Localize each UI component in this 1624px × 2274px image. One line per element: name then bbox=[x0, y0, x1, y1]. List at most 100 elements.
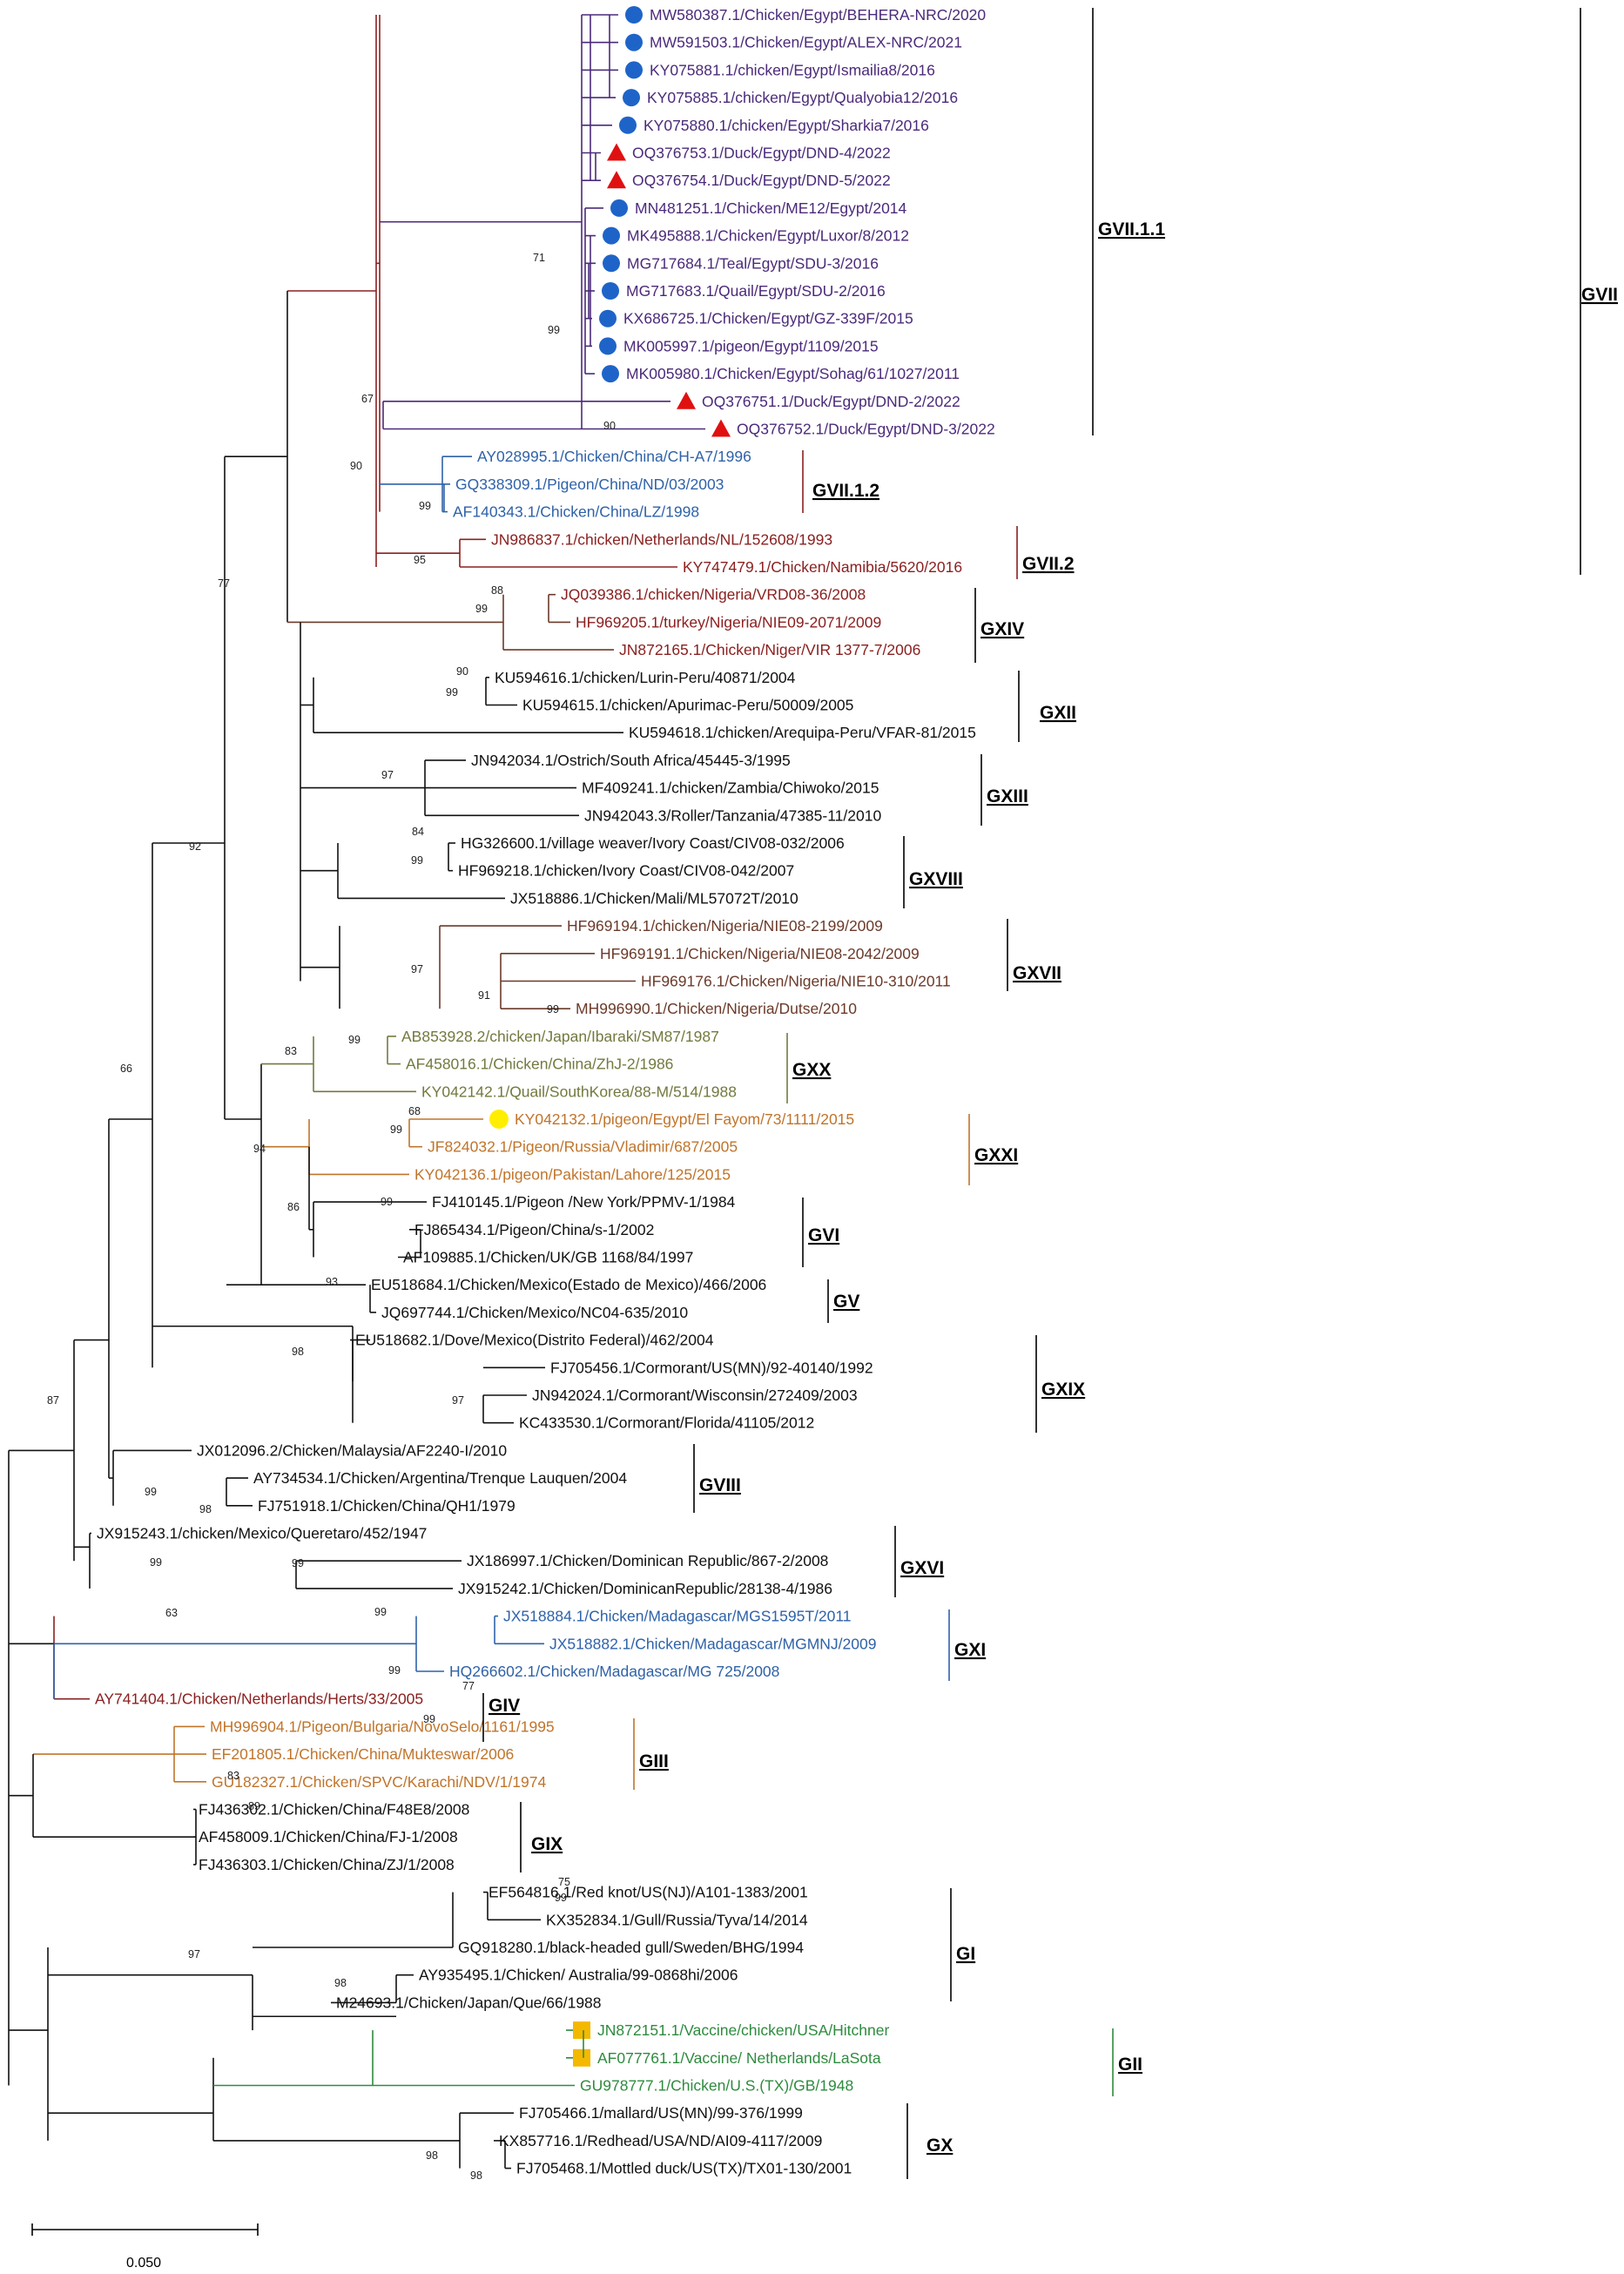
tree-leaf-label: KY747479.1/Chicken/Namibia/5620/2016 bbox=[683, 558, 962, 576]
genotype-label: GXII bbox=[1040, 703, 1076, 723]
blue-circle-marker bbox=[602, 282, 619, 300]
tree-leaf-label: KY042142.1/Quail/SouthKorea/88-M/514/198… bbox=[421, 1083, 737, 1100]
tree-leaf-label: JN942034.1/Ostrich/South Africa/45445-3/… bbox=[471, 752, 791, 769]
tree-leaf-label: HF969194.1/chicken/Nigeria/NIE08-2199/20… bbox=[567, 917, 883, 935]
tree-leaf-label: AY734534.1/Chicken/Argentina/Trenque Lau… bbox=[253, 1469, 627, 1487]
tree-leaf-label: AF458009.1/Chicken/China/FJ-1/2008 bbox=[199, 1828, 458, 1846]
tree-leaf-label: AF109885.1/Chicken/UK/GB 1168/84/1997 bbox=[403, 1249, 693, 1266]
blue-circle-marker bbox=[603, 254, 620, 273]
tree-leaf-label: EF201805.1/Chicken/China/Mukteswar/2006 bbox=[212, 1745, 514, 1763]
bootstrap-value: 95 bbox=[414, 554, 426, 566]
tree-leaf-label: KX686725.1/Chicken/Egypt/GZ-339F/2015 bbox=[623, 310, 913, 327]
blue-circle-marker bbox=[603, 226, 620, 245]
tree-leaf-label: EU518684.1/Chicken/Mexico(Estado de Mexi… bbox=[371, 1276, 766, 1293]
genotype-label: GVIII bbox=[699, 1475, 741, 1495]
bootstrap-value: 83 bbox=[227, 1770, 239, 1782]
tree-leaf-label: HF969176.1/Chicken/Nigeria/NIE10-310/201… bbox=[641, 973, 951, 990]
genotype-label: GV bbox=[833, 1292, 859, 1312]
tree-leaf-label: AY741404.1/Chicken/Netherlands/Herts/33/… bbox=[95, 1690, 423, 1708]
bootstrap-value: 68 bbox=[408, 1105, 421, 1117]
tree-leaf-label: AF140343.1/Chicken/China/LZ/1998 bbox=[453, 503, 699, 521]
genotype-label: GXVI bbox=[900, 1558, 944, 1578]
tree-leaf-label: GQ338309.1/Pigeon/China/ND/03/2003 bbox=[455, 476, 724, 493]
tree-leaf-label: JX518882.1/Chicken/Madagascar/MGMNJ/2009 bbox=[549, 1635, 876, 1652]
tree-leaf-label: MG717683.1/Quail/Egypt/SDU-2/2016 bbox=[626, 282, 886, 300]
genotype-label: GXIX bbox=[1041, 1380, 1085, 1400]
bootstrap-value: 99 bbox=[390, 1124, 402, 1136]
tree-leaf-label: AY028995.1/Chicken/China/CH-A7/1996 bbox=[477, 448, 751, 465]
genotype-label: GXIII bbox=[987, 786, 1028, 806]
tree-leaf-label: GU978777.1/Chicken/U.S.(TX)/GB/1948 bbox=[580, 2077, 853, 2095]
genotype-label: GXIV bbox=[980, 619, 1024, 639]
tree-leaf-label: KU594618.1/chicken/Arequipa-Peru/VFAR-81… bbox=[629, 724, 976, 741]
bootstrap-value: 99 bbox=[555, 1892, 567, 1904]
tree-leaf-label: MK495888.1/Chicken/Egypt/Luxor/8/2012 bbox=[627, 227, 909, 245]
scale-bar: 0.050 bbox=[31, 2223, 259, 2271]
tree-leaf-label: FJ865434.1/Pigeon/China/s-1/2002 bbox=[414, 1221, 654, 1238]
tree-leaf-label: JX012096.2/Chicken/Malaysia/AF2240-I/201… bbox=[197, 1441, 507, 1459]
tree-leaf-label: MK005997.1/pigeon/Egypt/1109/2015 bbox=[623, 337, 879, 354]
bootstrap-value: 94 bbox=[253, 1143, 266, 1155]
genotype-label: GIX bbox=[531, 1834, 563, 1854]
tree-leaf-label: FJ705466.1/mallard/US(MN)/99-376/1999 bbox=[519, 2104, 803, 2122]
tree-leaf-label: MN481251.1/Chicken/ME12/Egypt/2014 bbox=[635, 199, 907, 217]
bootstrap-value: 97 bbox=[452, 1394, 464, 1407]
bootstrap-value: 99 bbox=[419, 500, 431, 512]
blue-circle-marker bbox=[625, 61, 643, 79]
bootstrap-value: 99 bbox=[348, 1034, 361, 1046]
bootstrap-value: 63 bbox=[165, 1607, 178, 1619]
bootstrap-value: 90 bbox=[603, 420, 616, 432]
orange-square-marker bbox=[573, 2021, 590, 2040]
tree-leaf-label: KU594616.1/chicken/Lurin-Peru/40871/2004 bbox=[495, 669, 796, 686]
tree-leaf-label: JX518884.1/Chicken/Madagascar/MGS1595T/2… bbox=[503, 1608, 852, 1625]
tree-leaf-label: AB853928.2/chicken/Japan/Ibaraki/SM87/19… bbox=[401, 1028, 719, 1045]
tree-leaf-label: FJ751918.1/Chicken/China/QH1/1979 bbox=[258, 1497, 516, 1515]
bootstrap-value: 66 bbox=[120, 1063, 132, 1075]
red-triangle-marker bbox=[711, 419, 731, 437]
bootstrap-value: 91 bbox=[478, 989, 490, 1002]
genotype-label: GVII bbox=[1581, 285, 1618, 305]
genotype-label: GIII bbox=[639, 1751, 669, 1771]
blue-circle-marker bbox=[623, 89, 640, 107]
genotype-label: GXVIII bbox=[909, 869, 963, 889]
bootstrap-value: 93 bbox=[326, 1276, 338, 1288]
tree-leaf-label: EU518682.1/Dove/Mexico(Distrito Federal)… bbox=[355, 1332, 714, 1349]
tree-leaf-label: KY075881.1/chicken/Egypt/Ismailia8/2016 bbox=[650, 61, 935, 78]
bootstrap-value: 77 bbox=[218, 577, 230, 590]
bootstrap-value: 87 bbox=[47, 1394, 59, 1407]
bootstrap-value: 99 bbox=[411, 854, 423, 867]
bootstrap-value: 97 bbox=[188, 1948, 200, 1960]
bootstrap-value: 89 bbox=[248, 1800, 260, 1812]
tree-leaf-label: MK005980.1/Chicken/Egypt/Sohag/61/1027/2… bbox=[626, 365, 960, 382]
tree-leaf-label: FJ410145.1/Pigeon /New York/PPMV-1/1984 bbox=[432, 1193, 736, 1211]
bootstrap-value: 88 bbox=[491, 584, 503, 597]
tree-leaf-label: AY935495.1/Chicken/ Australia/99-0868hi/… bbox=[419, 1967, 738, 1984]
genotype-label: GVII.2 bbox=[1022, 554, 1075, 574]
tree-leaf-label: KY075885.1/chicken/Egypt/Qualyobia12/201… bbox=[647, 89, 958, 106]
tree-leaf-label: FJ436303.1/Chicken/China/ZJ/1/2008 bbox=[199, 1856, 455, 1873]
bootstrap-value: 98 bbox=[292, 1346, 304, 1358]
genotype-label: GI bbox=[956, 1944, 975, 1964]
tree-leaf-label: AF077761.1/Vaccine/ Netherlands/LaSota bbox=[597, 2049, 881, 2067]
bootstrap-value: 98 bbox=[426, 2149, 438, 2162]
red-triangle-marker bbox=[607, 171, 626, 189]
tree-leaf-label: OQ376754.1/Duck/Egypt/DND-5/2022 bbox=[632, 172, 891, 189]
bootstrap-value: 99 bbox=[150, 1556, 162, 1569]
tree-leaf-label: KU594615.1/chicken/Apurimac-Peru/50009/2… bbox=[522, 697, 853, 714]
bootstrap-value: 98 bbox=[199, 1503, 212, 1515]
tree-leaf-label: MF409241.1/chicken/Zambia/Chiwoko/2015 bbox=[582, 779, 879, 797]
red-triangle-marker bbox=[677, 391, 696, 409]
tree-leaf-label: HF969205.1/turkey/Nigeria/NIE09-2071/200… bbox=[576, 613, 881, 631]
tree-leaf-label: KC433530.1/Cormorant/Florida/41105/2012 bbox=[519, 1414, 814, 1432]
bootstrap-value: 99 bbox=[292, 1557, 304, 1569]
blue-circle-marker bbox=[625, 6, 643, 24]
yellow-circle-marker bbox=[489, 1110, 509, 1129]
tree-leaf-label: JN942024.1/Cormorant/Wisconsin/272409/20… bbox=[532, 1387, 858, 1404]
genotype-label: GVII.1.2 bbox=[812, 481, 879, 501]
bootstrap-value: 99 bbox=[446, 686, 458, 698]
blue-circle-marker bbox=[619, 116, 637, 134]
genotype-label: GII bbox=[1118, 2055, 1142, 2075]
blue-circle-marker bbox=[599, 309, 617, 327]
tree-leaf-label: JX915243.1/chicken/Mexico/Queretaro/452/… bbox=[97, 1525, 427, 1542]
tree-leaf-label: JN872165.1/Chicken/Niger/VIR 1377-7/2006 bbox=[619, 641, 920, 658]
